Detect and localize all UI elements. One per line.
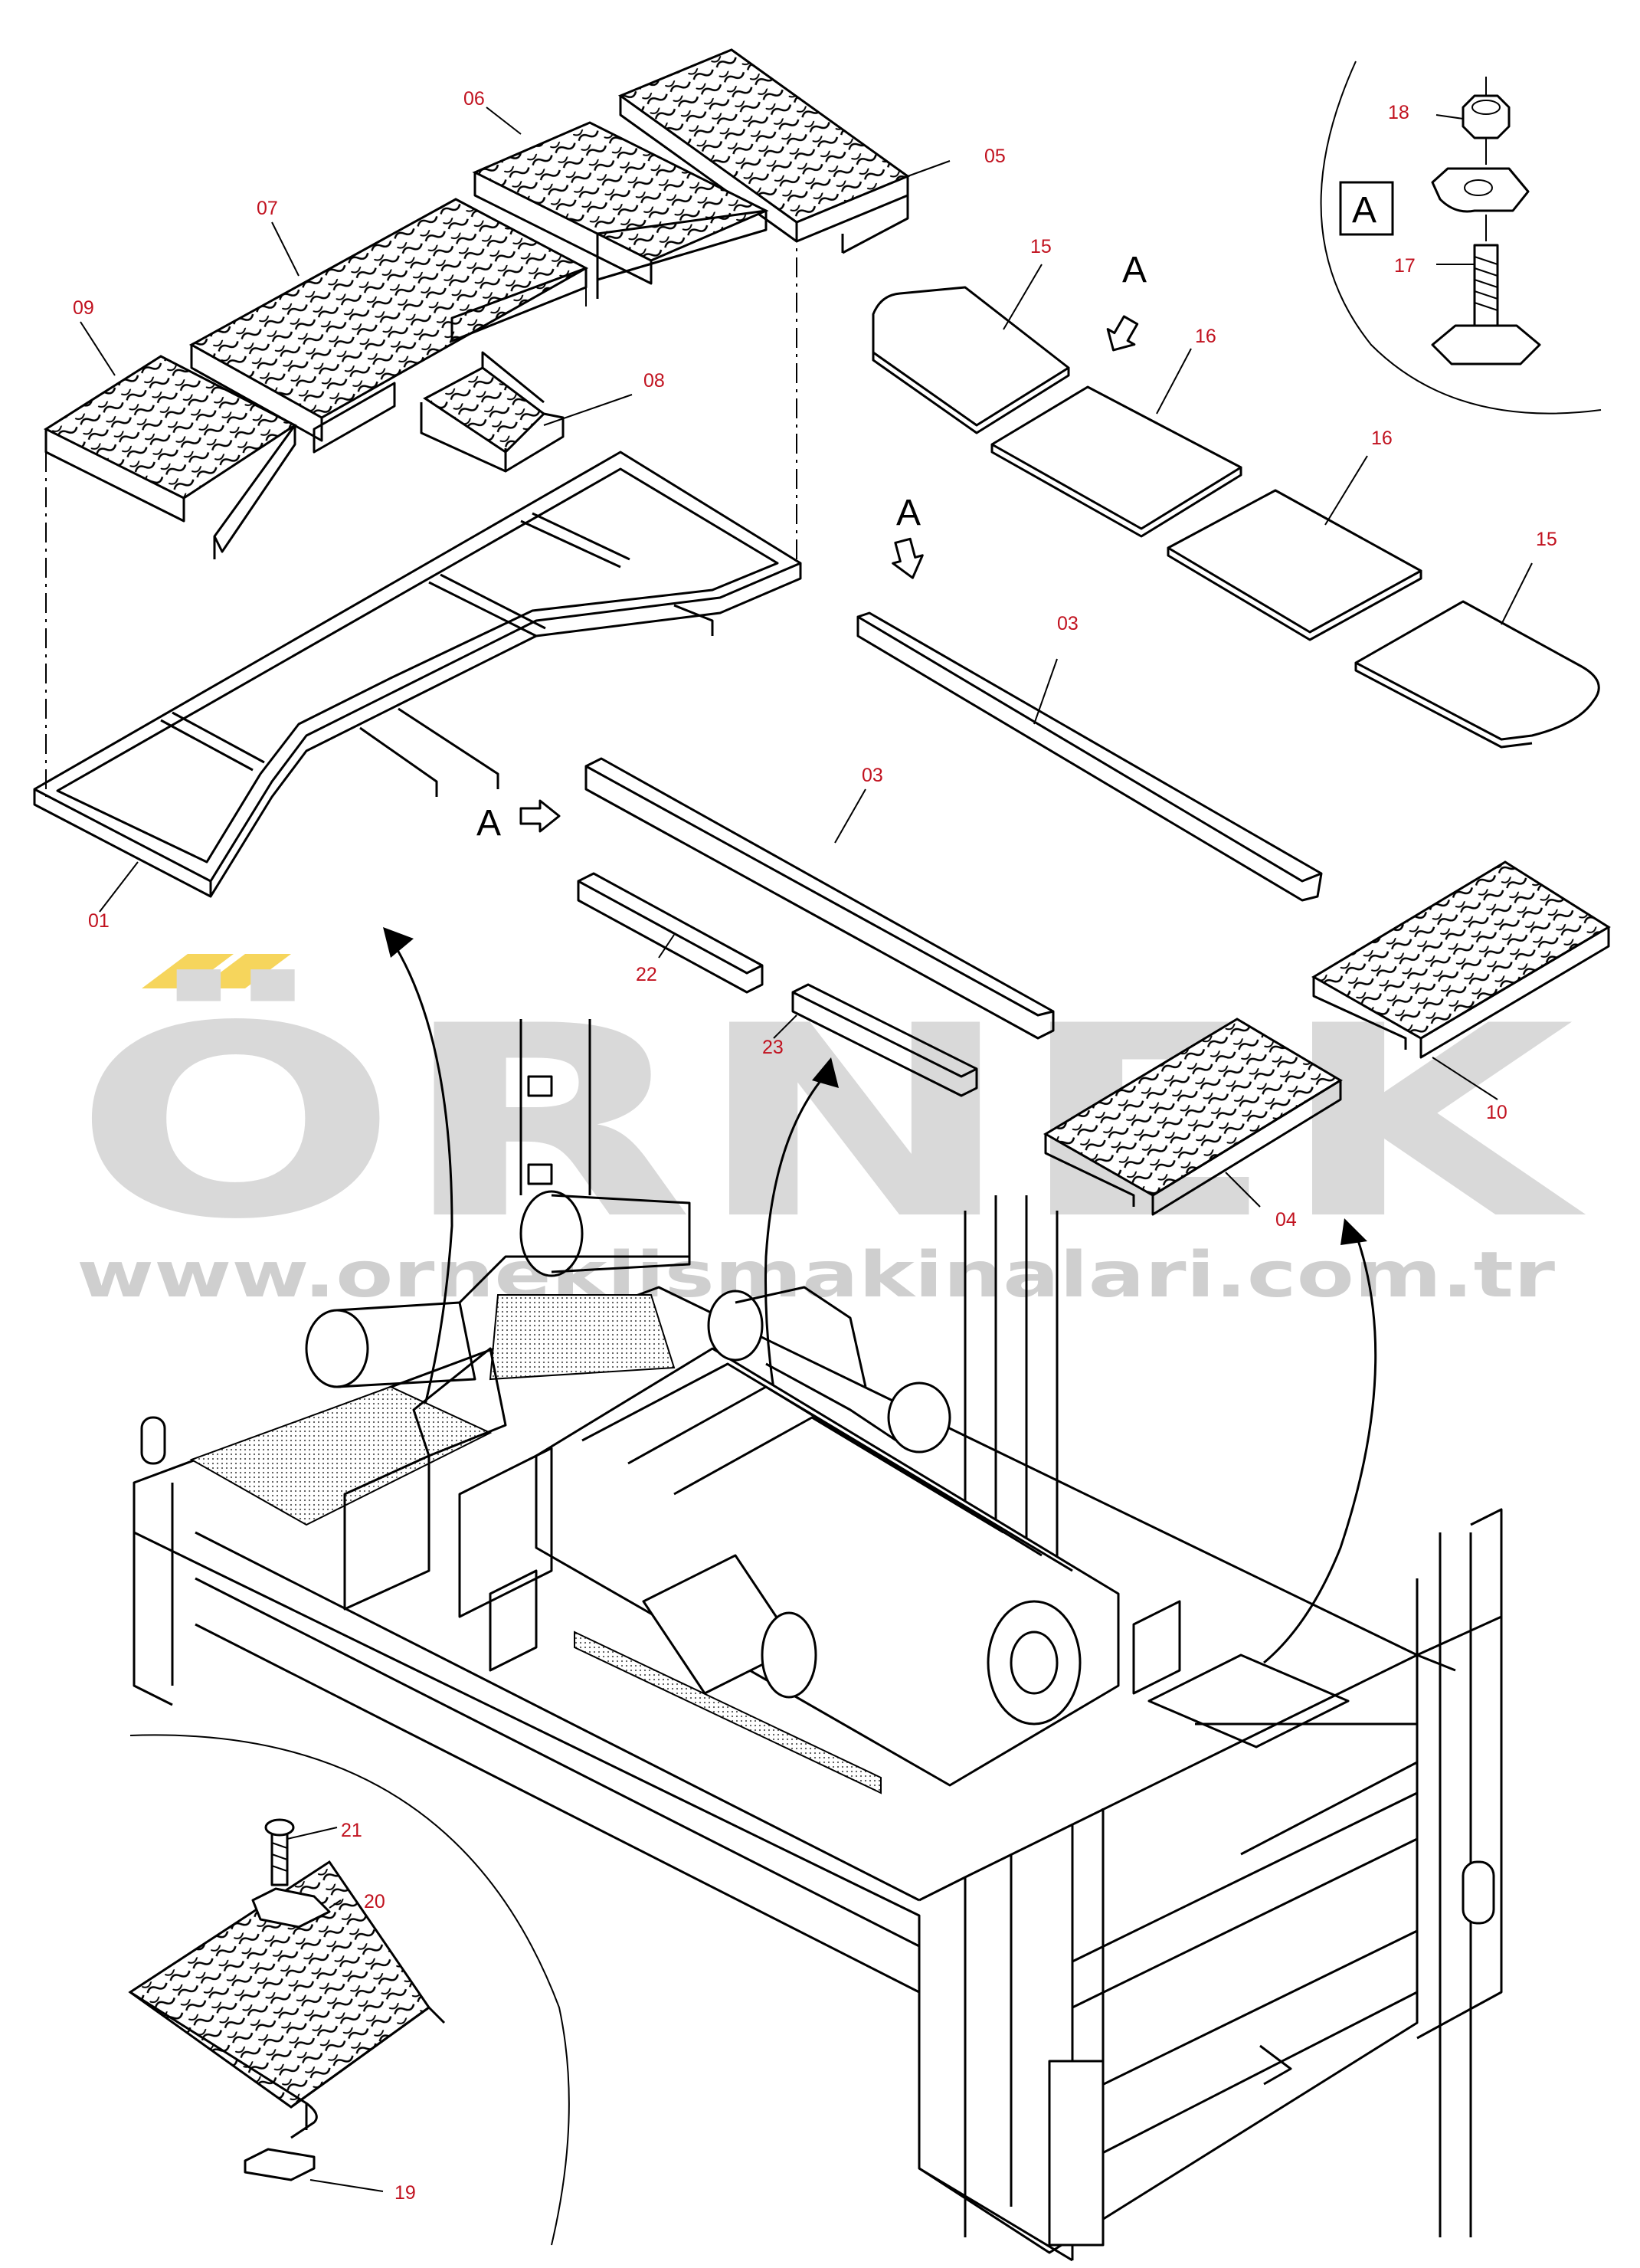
clip-washer-icon [251,1887,331,1929]
callout-06: 06 [463,88,485,110]
callout-17: 17 [1394,255,1416,277]
callout-03-lower: 03 [862,765,883,786]
callout-labels: 05 06 07 09 08 01 15 16 16 15 03 03 22 2… [73,88,1557,2204]
callout-07: 07 [257,198,278,219]
view-a-arrow-upper: A [1122,250,1147,290]
curved-arrow-icon [812,1057,839,1088]
callout-19: 19 [394,2182,416,2204]
view-a-arrow-left: A [476,803,501,844]
part-10-grating-step [1311,860,1611,1059]
detail-a-bolt-assembly: A [1320,61,1602,415]
view-a-box [1339,181,1394,236]
part-03-angle-lower [584,757,1055,1040]
part-22-angle [577,872,764,994]
part-04-grating-step [1043,1018,1343,1216]
callout-18: 18 [1388,102,1409,123]
callout-20: 20 [364,1891,385,1912]
guide-lines [45,222,797,797]
part-05-grating-tray [617,48,911,254]
view-a-box-label: A [1352,190,1376,231]
callout-04: 04 [1275,1209,1297,1231]
watermark: ÖRNEK www.orneklismakinalari.com.tr [73,954,1589,1312]
callout-03-upper: 03 [1057,613,1079,634]
part-03-angle-upper [856,611,1323,902]
part-06-grating-tray [472,121,769,299]
callout-23: 23 [762,1037,784,1058]
watermark-brand: ÖRNEK [73,967,1589,1277]
clamp-plate-icon [244,2148,316,2181]
part-16-cover-plate-b [1167,489,1422,641]
callout-16-b: 16 [1371,428,1393,449]
nut-icon [1462,94,1511,139]
watermark-url: www.orneklismakinalari.com.tr [77,1239,1556,1312]
curved-arrow-icon [383,927,414,958]
engine-skid-assembly [133,927,1503,2262]
part-23-angle [791,983,978,1097]
callout-09: 09 [73,297,94,319]
washer-icon [1431,167,1530,213]
part-16-cover-plate-a [990,385,1242,538]
leader-lines [80,107,1533,2192]
arrow-down-icon [1106,315,1139,352]
watermark-accent-right [199,954,291,988]
arrow-down-icon [892,537,924,579]
callout-10: 10 [1486,1102,1507,1123]
callout-21: 21 [341,1820,362,1841]
callout-01: 01 [88,910,110,932]
callout-15-upper: 15 [1030,236,1052,257]
part-15-cover-plate-upper [872,286,1070,434]
part-08-bracket [420,351,565,473]
callout-15-lower: 15 [1536,529,1557,550]
part-15-cover-plate-lower [1354,600,1600,749]
arrow-right-icon [519,799,561,833]
part-09-grating-tray [43,355,297,559]
curved-arrow-icon [1340,1218,1367,1245]
view-arrows: A A A [476,250,1147,844]
callout-05: 05 [984,146,1006,167]
detail-grating-fastener [128,1734,570,2246]
callout-22: 22 [636,964,657,985]
view-a-arrow-mid: A [896,493,921,533]
part-01-base-frame [33,451,802,898]
callout-16-a: 16 [1195,326,1216,347]
watermark-accent-left [142,954,234,988]
callout-08: 08 [643,370,665,392]
